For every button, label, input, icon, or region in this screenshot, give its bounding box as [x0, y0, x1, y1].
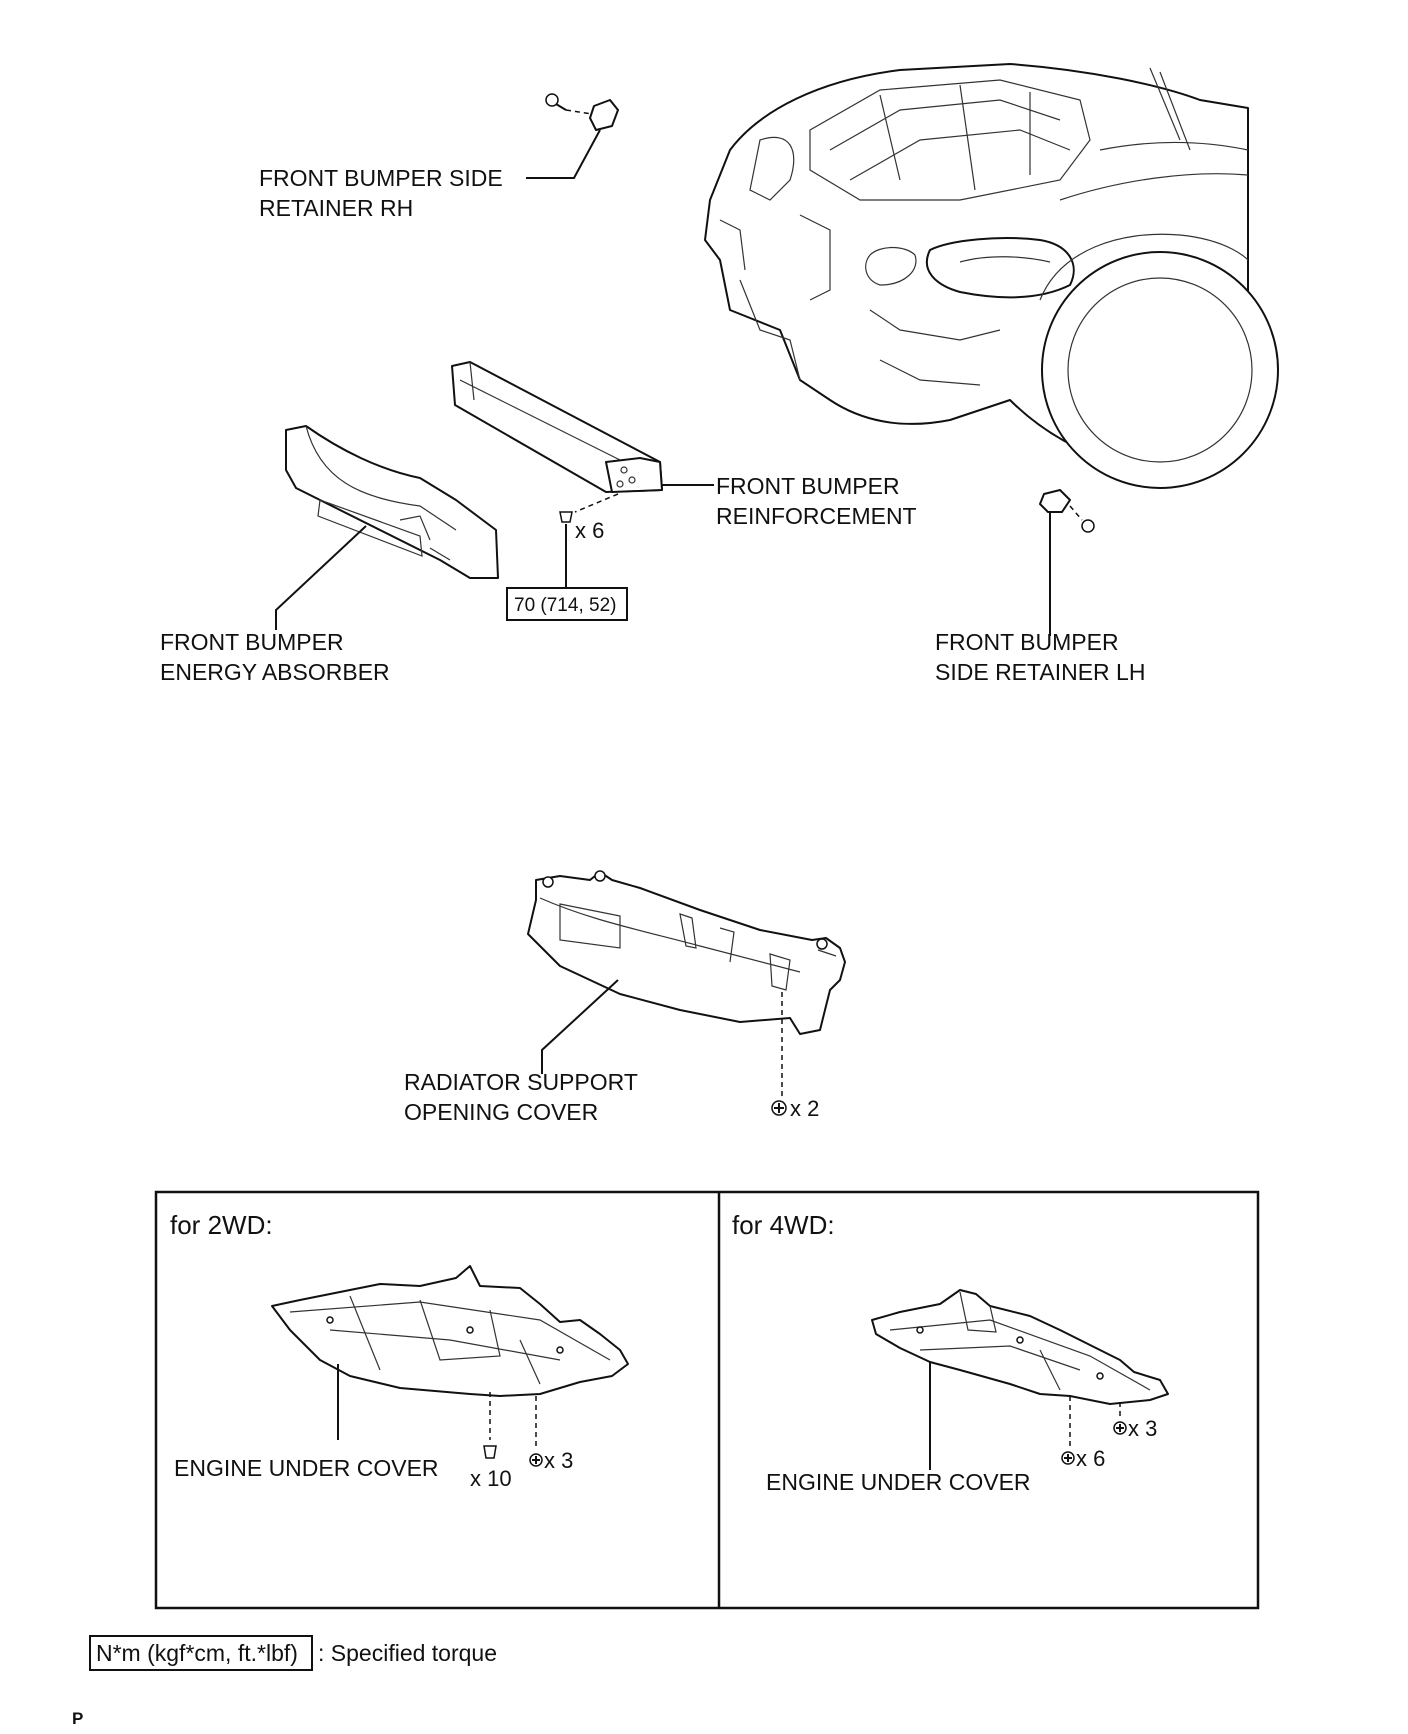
clip-icon — [1113, 1421, 1127, 1435]
torque-spec-box — [506, 587, 628, 621]
side-retainer-rh: FRONT BUMPER SIDE RETAINER RH — [259, 93, 619, 221]
reinforcement-label-line1: FRONT BUMPER — [716, 473, 900, 499]
clip-icon — [1061, 1451, 1075, 1465]
bolt-icon — [483, 1445, 497, 1459]
bolt-icon — [1081, 519, 1095, 533]
side-retainer-rh-label-line1: FRONT BUMPER SIDE — [259, 165, 503, 191]
panel-4wd: for 4WD: ENGINE UNDER COVER x 3 x 6 — [732, 1210, 1169, 1495]
clip-icon — [771, 1100, 787, 1116]
panel-2wd: for 2WD: ENGINE UNDER COVER x 10 x 3 — [170, 1210, 629, 1491]
cover-2wd-bolt-qty: x 10 — [470, 1466, 512, 1491]
energy-absorber: FRONT BUMPER ENERGY ABSORBER — [160, 425, 499, 685]
radiator-cover-clip-qty: x 2 — [790, 1096, 819, 1121]
clip-icon — [529, 1453, 543, 1467]
reinforcement-label-line2: REINFORCEMENT — [716, 503, 917, 529]
radiator-support-opening-cover: RADIATOR SUPPORT OPENING COVER x 2 — [404, 870, 846, 1125]
panel-4wd-heading: for 4WD: — [732, 1210, 835, 1240]
radiator-cover-label-line1: RADIATOR SUPPORT — [404, 1069, 638, 1095]
cover-2wd-clip-qty: x 3 — [544, 1448, 573, 1473]
torque-spec-value: 70 (714, 52) — [514, 595, 616, 616]
engine-under-cover-2wd-part — [271, 1265, 629, 1397]
energy-absorber-label-line1: FRONT BUMPER — [160, 629, 344, 655]
bolt-icon — [545, 93, 567, 111]
engine-under-cover-2wd-label: ENGINE UNDER COVER — [174, 1455, 439, 1481]
cover-4wd-bolt-qty: x 6 — [1076, 1446, 1105, 1471]
torque-legend: N*m (kgf*cm, ft.*lbf) : Specified torque — [89, 1635, 497, 1671]
cover-4wd-clip-qty: x 3 — [1128, 1416, 1157, 1441]
panel-2wd-heading: for 2WD: — [170, 1210, 273, 1240]
engine-under-cover-4wd-part — [871, 1289, 1169, 1405]
bolt-icon — [559, 511, 573, 523]
legend-box-text: N*m (kgf*cm, ft.*lbf) — [96, 1640, 298, 1666]
radiator-cover-label-line2: OPENING COVER — [404, 1099, 598, 1125]
side-retainer-lh: FRONT BUMPER SIDE RETAINER LH — [935, 489, 1145, 685]
page-footer-mark: P — [72, 1709, 83, 1728]
energy-absorber-label-line2: ENERGY ABSORBER — [160, 659, 390, 685]
legend-box — [89, 1635, 313, 1671]
reinforcement-bolt-qty: x 6 — [575, 518, 604, 543]
side-retainer-lh-label-line1: FRONT BUMPER — [935, 629, 1119, 655]
side-retainer-lh-label-line2: SIDE RETAINER LH — [935, 659, 1145, 685]
side-retainer-rh-label-line2: RETAINER RH — [259, 195, 413, 221]
vehicle-front-illustration — [704, 63, 1279, 489]
drivetrain-variants-box — [154, 1190, 1260, 1610]
bumper-reinforcement: FRONT BUMPER REINFORCEMENT x 6 70 (714, … — [451, 361, 917, 621]
legend-description: : Specified torque — [318, 1640, 497, 1666]
engine-under-cover-4wd-label: ENGINE UNDER COVER — [766, 1469, 1031, 1495]
